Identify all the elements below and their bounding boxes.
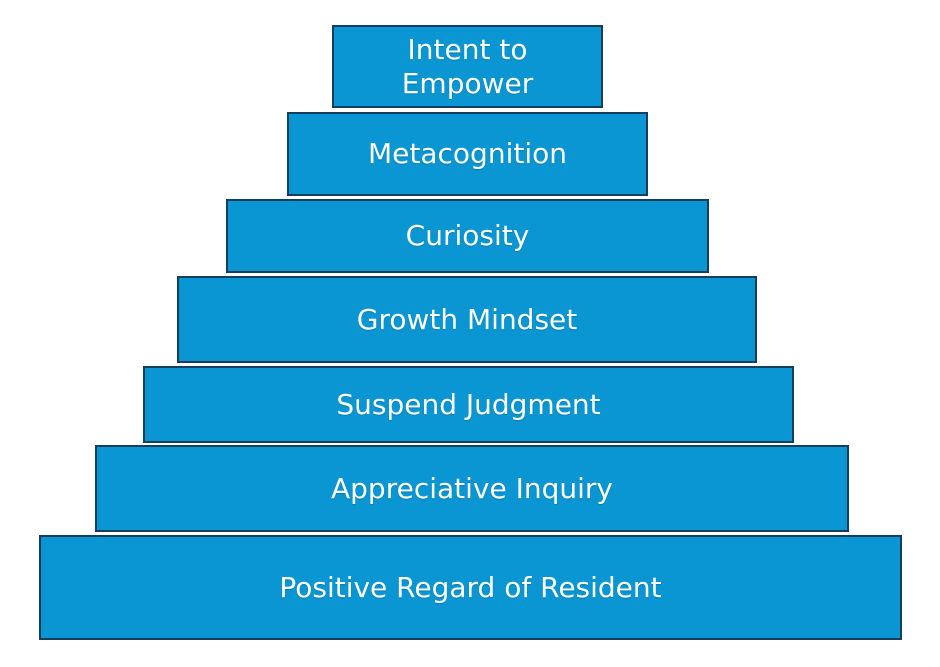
pyramid-level-appreciative-inquiry: Appreciative Inquiry <box>95 445 849 532</box>
pyramid-level-metacognition: Metacognition <box>287 112 648 196</box>
pyramid-level-intent-to-empower: Intent to Empower <box>332 25 603 108</box>
pyramid-level-label: Positive Regard of Resident <box>279 570 662 604</box>
pyramid-level-positive-regard: Positive Regard of Resident <box>39 535 902 640</box>
pyramid-level-label: Appreciative Inquiry <box>331 471 613 505</box>
pyramid-level-suspend-judgment: Suspend Judgment <box>143 366 794 443</box>
pyramid-level-label: Curiosity <box>405 219 530 253</box>
pyramid-level-label: Suspend Judgment <box>336 387 601 421</box>
pyramid-level-label: Growth Mindset <box>356 302 578 336</box>
pyramid-level-growth-mindset: Growth Mindset <box>177 276 757 363</box>
pyramid-level-curiosity: Curiosity <box>226 199 709 273</box>
pyramid-level-label: Metacognition <box>368 137 567 171</box>
pyramid-level-label: Intent to Empower <box>401 32 534 100</box>
